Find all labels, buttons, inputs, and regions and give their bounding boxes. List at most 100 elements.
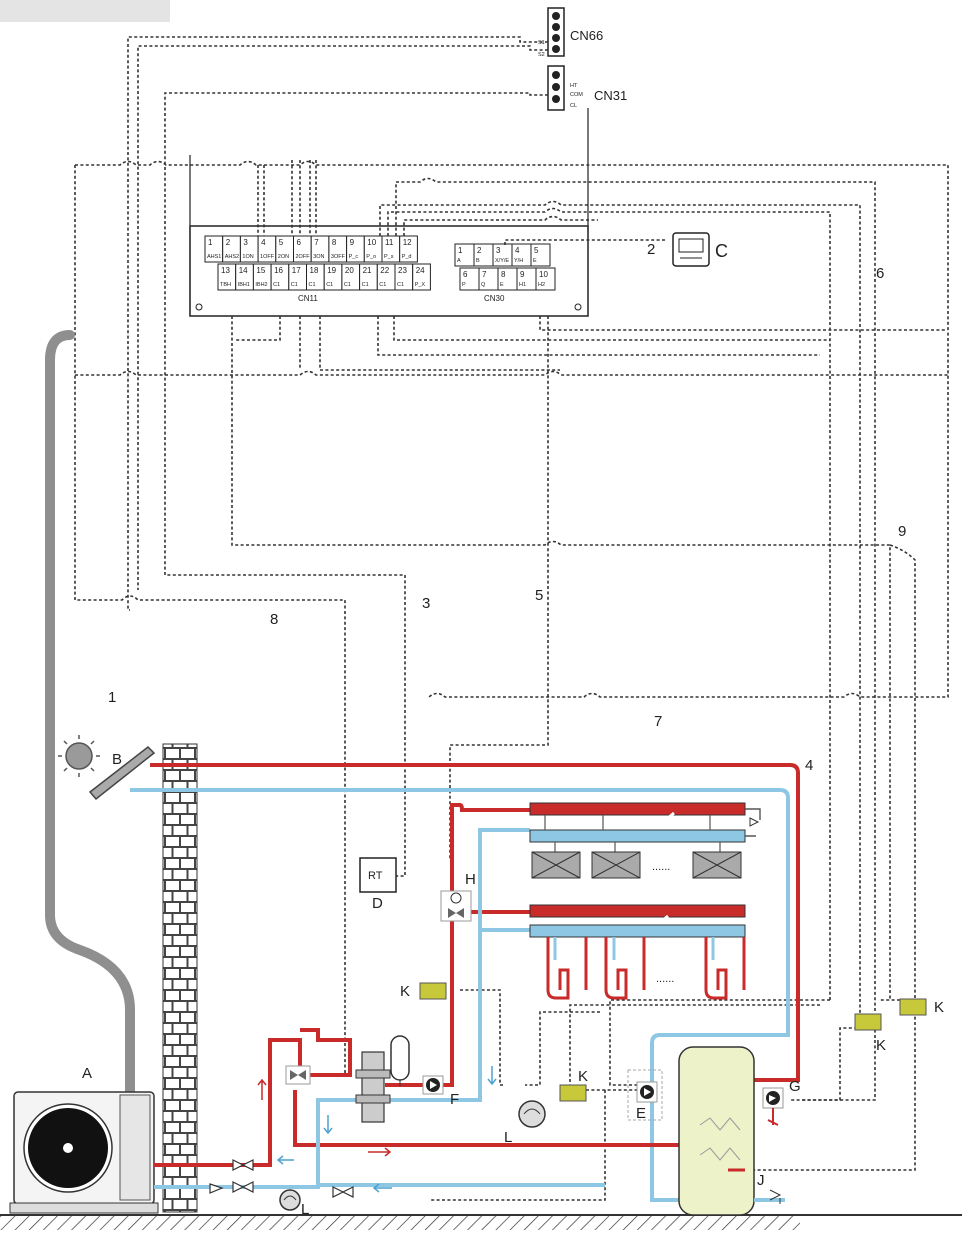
wire-number-1: 1 xyxy=(108,689,116,706)
label-f: F xyxy=(450,1091,459,1108)
terminal-label: P_s xyxy=(384,254,394,260)
wire-number-7: 7 xyxy=(654,713,662,730)
terminal-label: C1 xyxy=(309,282,316,288)
label-h: H xyxy=(465,871,476,888)
three-way-valve-icon xyxy=(285,1065,311,1085)
terminal-number: 4 xyxy=(515,246,520,255)
terminal-number: 10 xyxy=(539,270,548,279)
wire-number-5: 5 xyxy=(535,587,543,604)
expansion-vessel-icon xyxy=(390,1035,410,1086)
terminal-number: 6 xyxy=(297,238,302,247)
tank-icon: J xyxy=(678,1046,785,1216)
wire-number-6: 6 xyxy=(876,265,884,282)
terminal-label: AHS2 xyxy=(225,254,239,260)
label-a: A xyxy=(82,1065,92,1082)
label-l-middle: L xyxy=(504,1129,512,1146)
terminal-label: 3OFF xyxy=(331,254,346,260)
cn30-label: CN30 xyxy=(484,294,505,303)
cn11-top-row: 1AHS12AHS231ON41OFF52ON62OFF73ON83OFF9P_… xyxy=(204,235,418,263)
wire-number-2: 2 xyxy=(647,241,655,258)
cn31-ht-label: HT xyxy=(570,83,578,89)
label-b: B xyxy=(112,751,122,768)
cn66-label: CN66 xyxy=(570,28,603,43)
terminal-label: Q xyxy=(481,282,486,288)
wire-number-8: 8 xyxy=(270,611,278,628)
terminal-number: 8 xyxy=(501,270,506,279)
terminal-label: C1 xyxy=(379,282,386,288)
zone-flow-pipe xyxy=(385,803,530,1087)
label-j: J xyxy=(757,1172,765,1189)
terminal-label: A xyxy=(457,258,461,264)
floor-loop-dots: ...... xyxy=(656,973,674,985)
terminal-label: TBH xyxy=(220,282,231,288)
heat-pump-icon: A xyxy=(9,1065,159,1214)
fan-coil-dots: ...... xyxy=(652,861,670,873)
terminal-label: X/Y/E xyxy=(495,258,509,264)
terminal-number: 24 xyxy=(416,266,425,275)
terminal-number: 1 xyxy=(458,246,463,255)
fan-coil-icon: ...... xyxy=(529,793,761,879)
sensor-k-icons: K K K K xyxy=(400,982,944,1102)
terminal-cell xyxy=(412,263,431,291)
label-k-zone: K xyxy=(400,983,410,1000)
label-k-dhw: K xyxy=(578,1068,588,1085)
terminal-label: IBH1 xyxy=(238,282,250,288)
terminal-label: C1 xyxy=(291,282,298,288)
terminal-number: 18 xyxy=(310,266,319,275)
terminal-label: E xyxy=(500,282,504,288)
terminal-number: 20 xyxy=(345,266,354,275)
terminal-label: P_X xyxy=(415,282,426,288)
cn31-connector: HT COM CL CN31 xyxy=(547,65,627,111)
terminal-label: C1 xyxy=(397,282,404,288)
terminal-number: 17 xyxy=(292,266,301,275)
terminal-number: 15 xyxy=(256,266,265,275)
terminal-label: H2 xyxy=(538,282,545,288)
terminal-label: C1 xyxy=(273,282,280,288)
terminal-number: 3 xyxy=(243,238,248,247)
terminal-label: 2OFF xyxy=(296,254,311,260)
label-k-right2: K xyxy=(934,999,944,1016)
pump-icon: L L xyxy=(279,1100,546,1218)
floor-heating-icon: ...... xyxy=(529,893,746,1000)
label-e: E xyxy=(636,1105,646,1122)
terminal-label: 2ON xyxy=(278,254,289,260)
hydraulic-separator-icon xyxy=(355,1051,391,1123)
cn66-s1-label: S1 xyxy=(538,40,545,46)
wired-controller: C xyxy=(672,232,728,267)
corner-tab xyxy=(0,0,170,22)
terminal-number: 4 xyxy=(261,238,266,247)
terminal-number: 22 xyxy=(380,266,389,275)
terminal-number: 13 xyxy=(221,266,230,275)
wire-numbers: 1 2 3 4 5 6 7 8 9 xyxy=(108,241,906,774)
label-g: G xyxy=(789,1078,801,1095)
terminal-label: B xyxy=(476,258,480,264)
terminal-number: 5 xyxy=(279,238,284,247)
terminal-number: 21 xyxy=(363,266,372,275)
wire-number-3: 3 xyxy=(422,595,430,612)
sun-icon xyxy=(58,735,100,777)
cn31-cl-label: CL xyxy=(570,103,577,109)
wiring xyxy=(74,36,949,1201)
terminal-label: 1ON xyxy=(242,254,253,260)
terminal-cell xyxy=(535,267,556,291)
return-arrows xyxy=(276,1066,497,1193)
terminal-label: P_o xyxy=(366,254,376,260)
terminal-number: 9 xyxy=(350,238,355,247)
mixing-valve-h-icon: H xyxy=(440,871,476,922)
terminal-number: 7 xyxy=(482,270,487,279)
control-board: 1AHS12AHS231ON41OFF52ON62OFF73ON83OFF9P_… xyxy=(189,225,589,317)
rt-label: RT xyxy=(368,870,383,882)
pump-g-icon: G xyxy=(762,1078,801,1126)
terminal-label: IBH2 xyxy=(255,282,267,288)
flow-arrows xyxy=(257,1078,392,1157)
terminal-number: 9 xyxy=(520,270,525,279)
dhw-feed-pipe xyxy=(293,1090,680,1147)
terminal-number: 19 xyxy=(327,266,336,275)
terminal-label: 3ON xyxy=(313,254,324,260)
terminal-label: H1 xyxy=(519,282,526,288)
terminal-label: P_d xyxy=(402,254,412,260)
terminal-cell xyxy=(399,235,418,263)
label-k-right1: K xyxy=(876,1037,886,1054)
